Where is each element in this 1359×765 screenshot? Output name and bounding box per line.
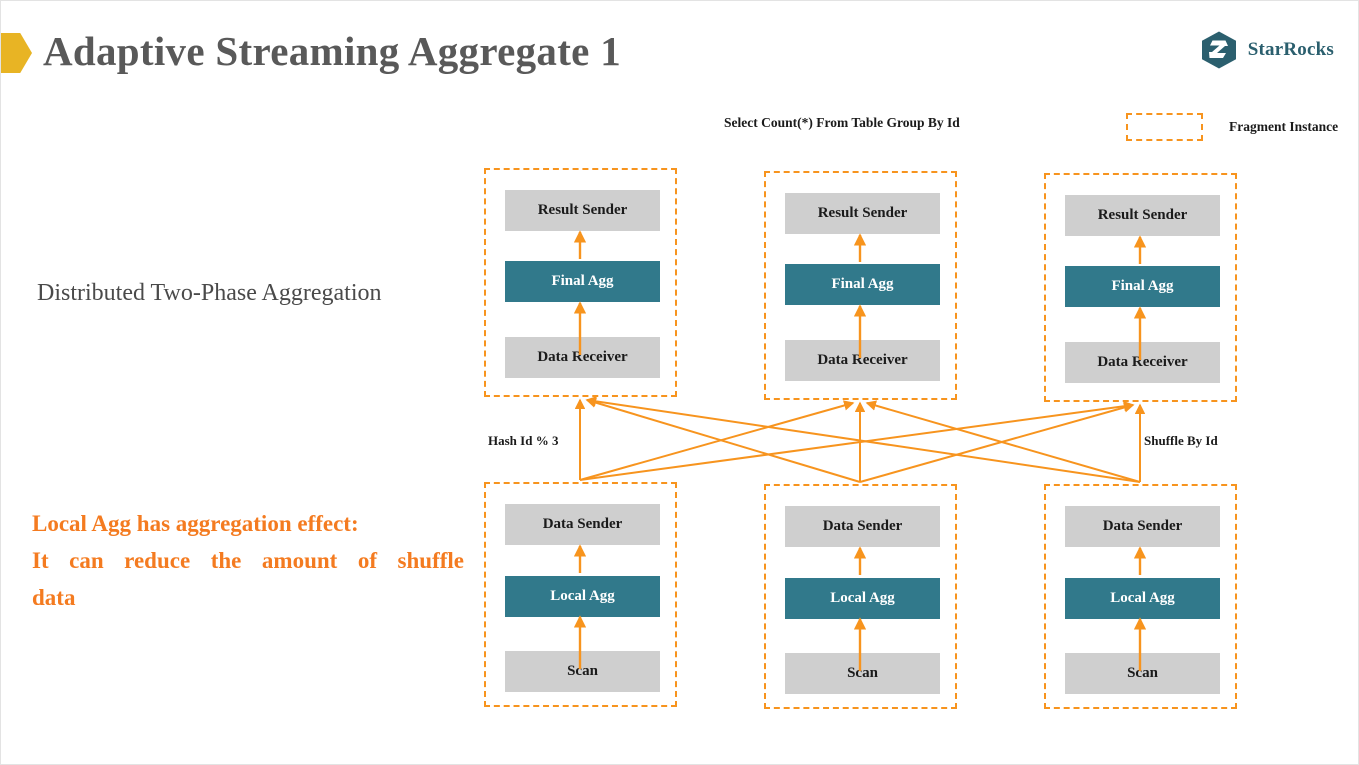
stage-local-agg[interactable]: Local Agg bbox=[785, 578, 940, 619]
annotation-line-1: Local Agg has aggregation effect: bbox=[32, 511, 359, 536]
stage-data-sender[interactable]: Data Sender bbox=[1065, 506, 1220, 547]
stage-data-sender[interactable]: Data Sender bbox=[505, 504, 660, 545]
stage-scan[interactable]: Scan bbox=[505, 651, 660, 692]
edge-label-hash: Hash Id % 3 bbox=[488, 433, 559, 448]
fragment-instance-top-3: Result Sender Final Agg Data Receiver bbox=[1044, 173, 1237, 402]
stage-data-receiver[interactable]: Data Receiver bbox=[785, 340, 940, 381]
page-title: Adaptive Streaming Aggregate 1 bbox=[43, 28, 622, 74]
fragment-instance-bottom-2: Data Sender Local Agg Scan bbox=[764, 484, 957, 709]
brand-name: StarRocks bbox=[1247, 39, 1334, 60]
annotation-line-3: data bbox=[32, 585, 76, 610]
stage-final-agg[interactable]: Final Agg bbox=[1065, 266, 1220, 307]
starrocks-hexagon-logo bbox=[1201, 31, 1236, 69]
stage-local-agg[interactable]: Local Agg bbox=[1065, 578, 1220, 619]
stage-data-receiver[interactable]: Data Receiver bbox=[1065, 342, 1220, 383]
stage-scan[interactable]: Scan bbox=[785, 653, 940, 694]
stage-local-agg[interactable]: Local Agg bbox=[505, 576, 660, 617]
stage-result-sender[interactable]: Result Sender bbox=[505, 190, 660, 231]
stage-data-sender[interactable]: Data Sender bbox=[785, 506, 940, 547]
stage-scan[interactable]: Scan bbox=[1065, 653, 1220, 694]
fragment-instance-bottom-3: Data Sender Local Agg Scan bbox=[1044, 484, 1237, 709]
sql-query-caption: Select Count(*) From Table Group By Id bbox=[724, 115, 960, 130]
stage-final-agg[interactable]: Final Agg bbox=[505, 261, 660, 302]
subtitle-left: Distributed Two-Phase Aggregation bbox=[37, 280, 382, 306]
dashed-rectangle-icon bbox=[1126, 113, 1203, 141]
fragment-instance-top-2: Result Sender Final Agg Data Receiver bbox=[764, 171, 957, 400]
shuffle-mesh-arrows bbox=[574, 396, 1146, 483]
fragment-instance-top-1: Result Sender Final Agg Data Receiver bbox=[484, 168, 677, 397]
stage-result-sender[interactable]: Result Sender bbox=[785, 193, 940, 234]
fragment-instance-bottom-1: Data Sender Local Agg Scan bbox=[484, 482, 677, 707]
edge-label-shuffle: Shuffle By Id bbox=[1144, 433, 1218, 448]
stage-result-sender[interactable]: Result Sender bbox=[1065, 195, 1220, 236]
legend-label: Fragment Instance bbox=[1229, 119, 1339, 134]
stage-data-receiver[interactable]: Data Receiver bbox=[505, 337, 660, 378]
brand-lockup: StarRocks bbox=[1199, 30, 1334, 70]
stage-final-agg[interactable]: Final Agg bbox=[785, 264, 940, 305]
annotation-note: Local Agg has aggregation effect: It can… bbox=[32, 505, 464, 616]
annotation-line-2: It can reduce the amount of shuffle bbox=[32, 548, 464, 573]
triangle-right-icon bbox=[1, 33, 32, 73]
